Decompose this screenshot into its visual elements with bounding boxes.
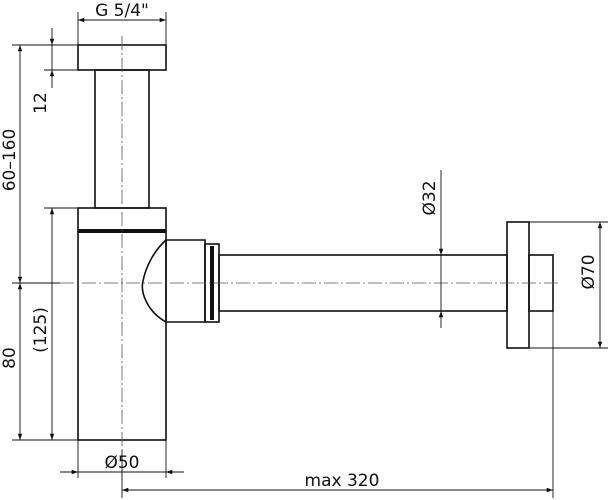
bottle-height-label: 80 — [0, 347, 20, 369]
elbow-connector — [141, 239, 206, 323]
height-range-label: 60–160 — [0, 129, 20, 192]
max-length-label: max 320 — [305, 471, 380, 491]
dimension-lines — [12, 12, 608, 498]
body-diameter-label: Ø50 — [104, 453, 139, 473]
center-lines — [60, 36, 560, 450]
wall-flange-diameter-label: Ø70 — [579, 254, 599, 289]
wall-flange — [506, 221, 530, 349]
flange-height-label: 12 — [31, 92, 51, 114]
bottle-height-ref-label: (125) — [31, 307, 51, 353]
siphon-outline — [77, 44, 554, 441]
outlet-diameter-label: Ø32 — [420, 180, 440, 215]
dimension-labels: G 5/4" 12 60–160 80 (125) Ø50 max 320 Ø3… — [0, 1, 599, 491]
thread-label: G 5/4" — [95, 1, 149, 21]
